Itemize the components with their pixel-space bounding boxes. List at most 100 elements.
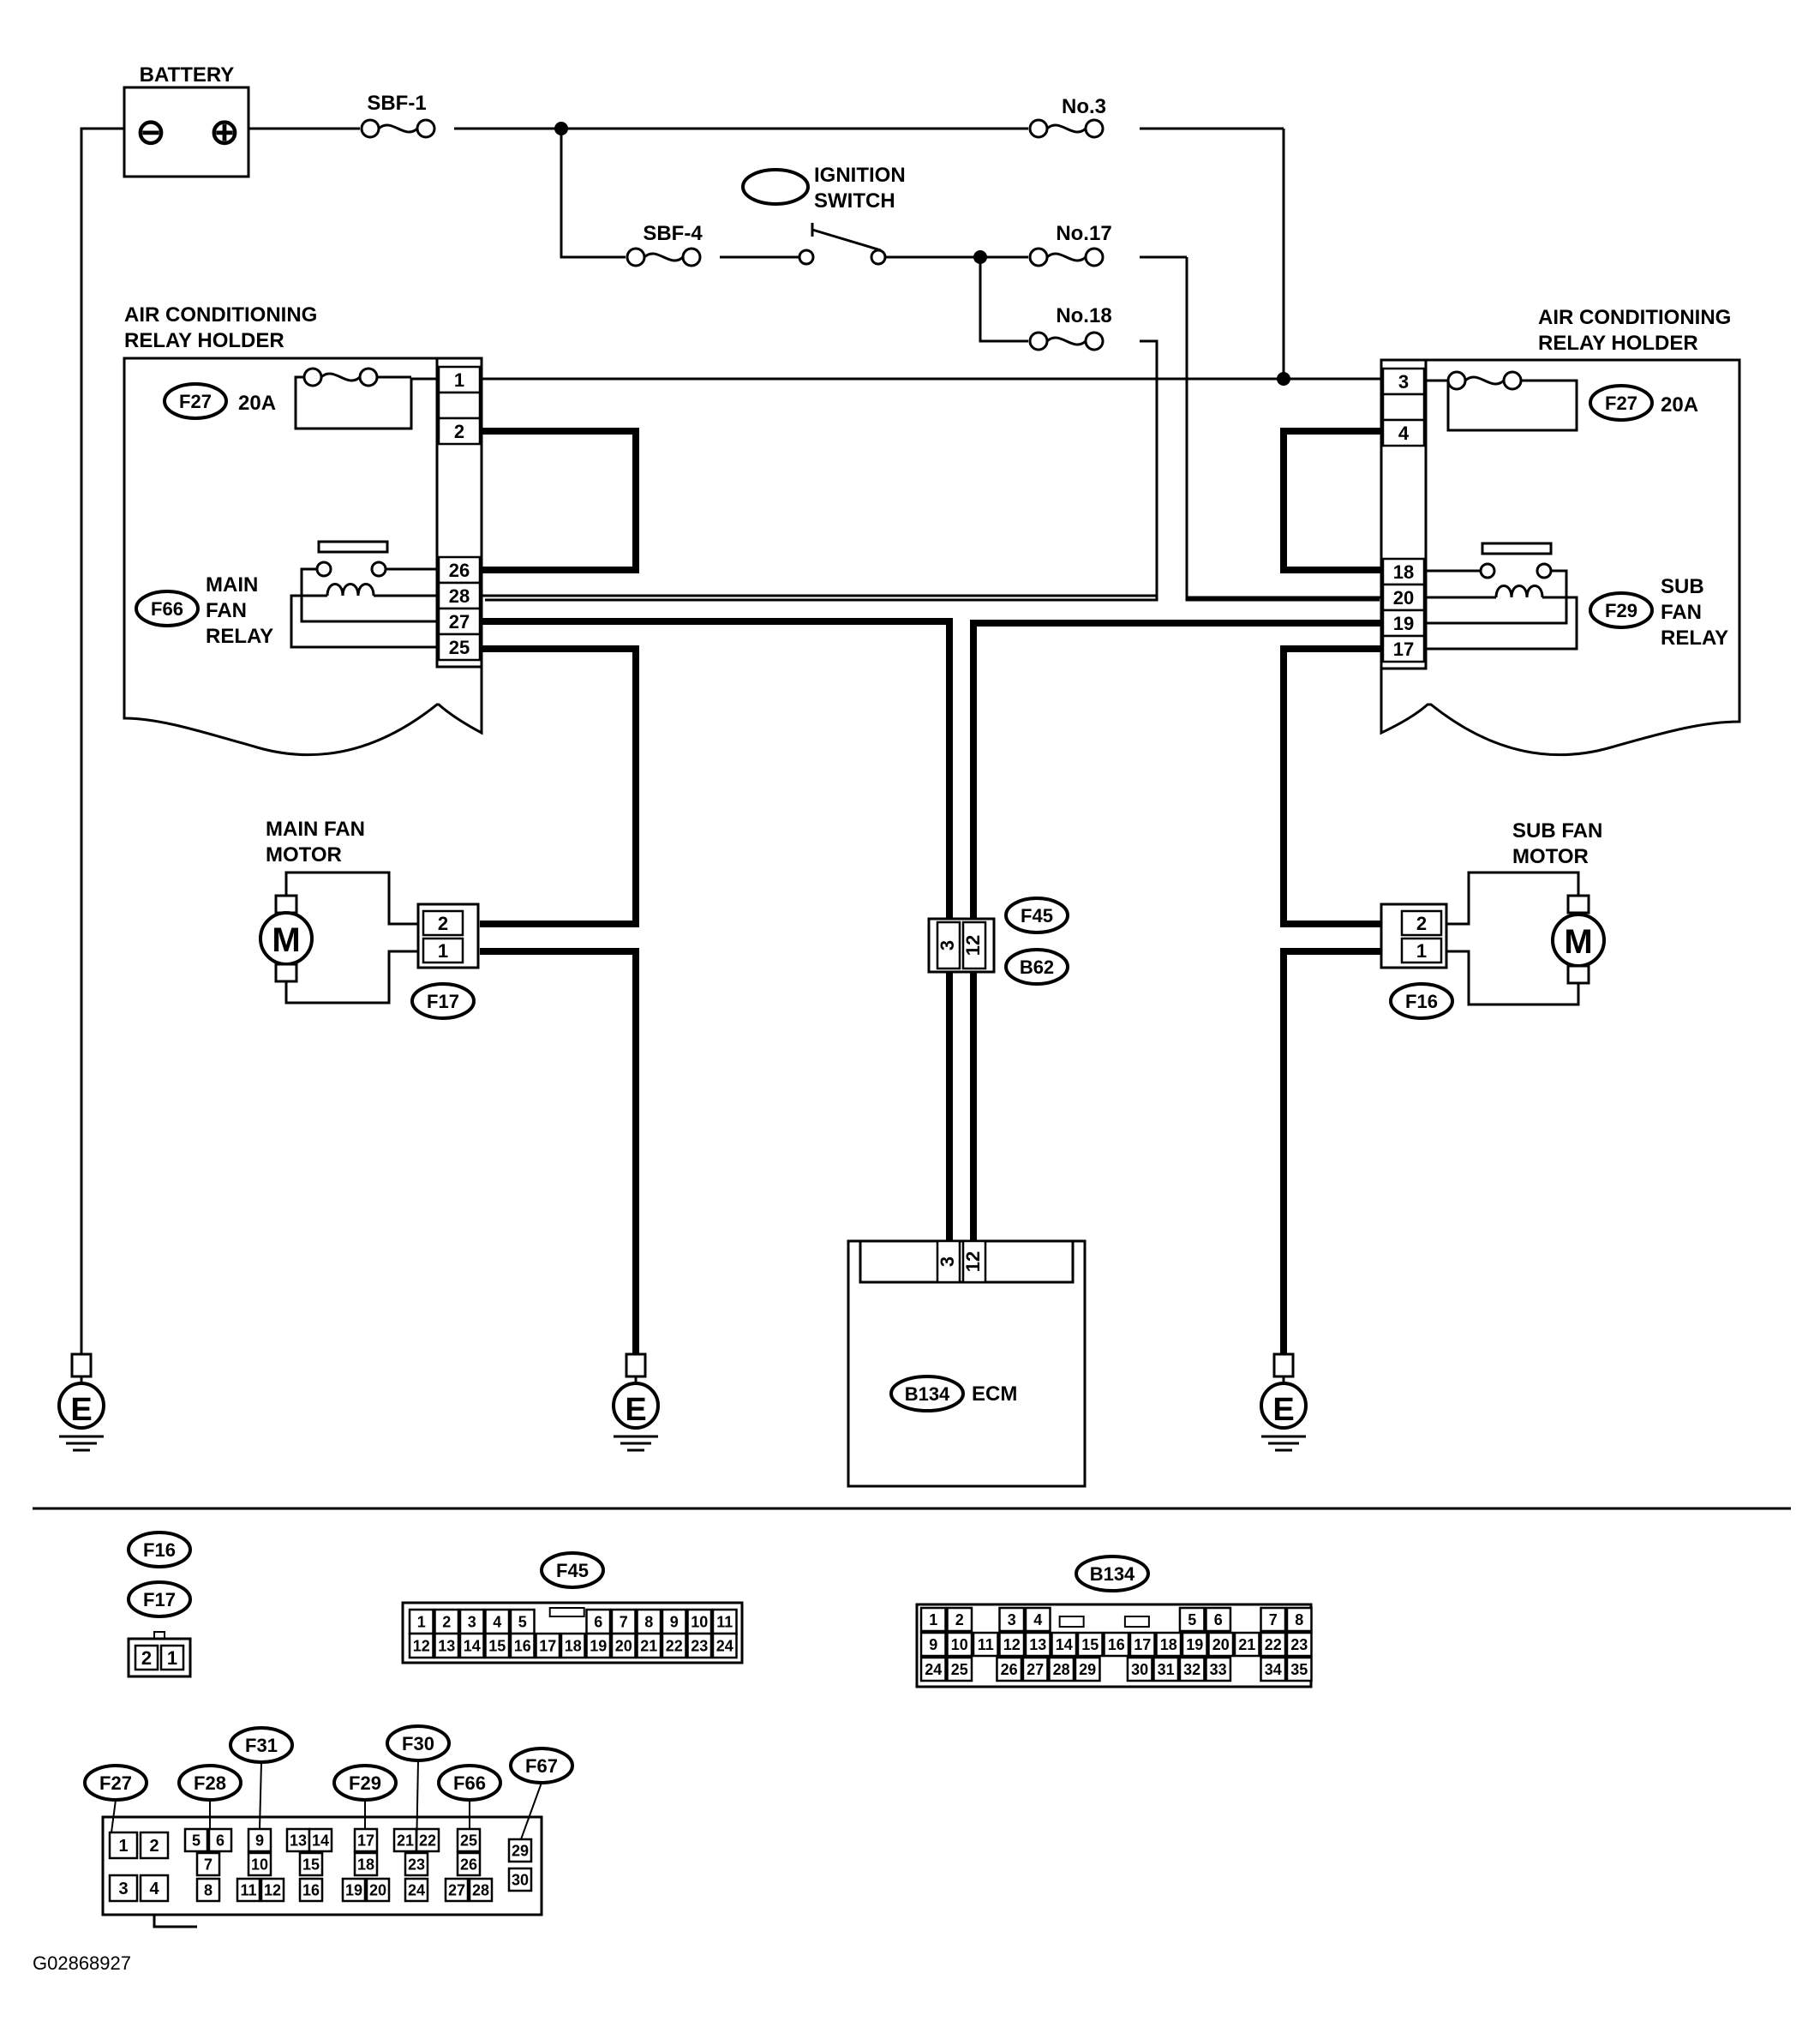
pin-cell (468, 1877, 494, 1903)
pin-label: 11 (978, 1636, 994, 1653)
svg-text:M: M (1564, 923, 1592, 961)
pin-label: 11 (716, 1613, 733, 1630)
svg-text:B134: B134 (1090, 1563, 1135, 1585)
leader-line (520, 1782, 542, 1840)
pin-label: 7 (1269, 1611, 1278, 1628)
pin-cell (946, 1631, 973, 1658)
pin-cell (260, 1877, 285, 1903)
pin-label: 9 (929, 1636, 937, 1653)
svg-text:M: M (272, 921, 300, 959)
pin-cell (972, 1631, 999, 1658)
pin-label: 6 (594, 1613, 602, 1630)
connector-f17: 2 1 F17 (410, 903, 480, 1020)
svg-text:E: E (70, 1392, 92, 1428)
pin-label: 25 (951, 1661, 968, 1678)
pin-cell (308, 1827, 333, 1853)
pin-cell (484, 1632, 511, 1659)
svg-text:20: 20 (1393, 587, 1414, 609)
svg-text:4: 4 (1398, 423, 1410, 444)
pin-cell (1207, 1631, 1235, 1658)
pin-label: 19 (590, 1637, 607, 1654)
pin-label: 21 (640, 1637, 657, 1654)
pin-cell (1181, 1631, 1208, 1658)
svg-text:19: 19 (1393, 613, 1414, 634)
pin-cell (996, 1656, 1023, 1682)
pin-cell (1024, 1631, 1051, 1658)
pin-label: 15 (302, 1856, 320, 1873)
connector-f16: 2 1 F16 (1380, 903, 1454, 1020)
pin-label: 4 (1033, 1611, 1042, 1628)
svg-text:SBF-4: SBF-4 (643, 222, 703, 245)
key-notch (1123, 1616, 1150, 1628)
connector-tag (332, 1764, 398, 1802)
fuse-no18: No.18 (1028, 304, 1112, 351)
pin-label: 8 (644, 1613, 653, 1630)
pin-cell (1285, 1656, 1313, 1682)
pin-label: 4 (493, 1613, 501, 1630)
pin-cell (560, 1632, 586, 1659)
pin-label: 6 (1214, 1611, 1223, 1628)
pin-label: 28 (472, 1881, 489, 1898)
left-fuse-20a: F27 20A (163, 367, 439, 430)
splice-point (554, 122, 568, 135)
svg-text:F16: F16 (143, 1539, 176, 1561)
pin-cell (686, 1632, 713, 1659)
svg-text:E: E (625, 1392, 646, 1428)
battery: BATTERY ⊖ ⊕ (123, 63, 250, 178)
svg-text:F27: F27 (1605, 393, 1637, 414)
pin-label: 9 (670, 1613, 679, 1630)
svg-text:E: E (1272, 1392, 1294, 1428)
pin-cell (456, 1827, 482, 1853)
pin-cell (1260, 1656, 1287, 1682)
pin-cell (1051, 1631, 1078, 1658)
svg-text:F27: F27 (179, 391, 212, 412)
svg-text:3: 3 (1398, 371, 1409, 393)
svg-text:SUB: SUB (1661, 575, 1704, 598)
svg-text:3: 3 (937, 940, 958, 951)
pin-label: 17 (357, 1832, 374, 1849)
svg-text:1: 1 (454, 369, 464, 391)
pin-label: 10 (691, 1613, 708, 1630)
leader-line (259, 1761, 262, 1830)
key-notch (548, 1607, 585, 1617)
connector-tag (437, 1764, 502, 1802)
key-notch (1058, 1616, 1085, 1628)
right-relay-holder: AIR CONDITIONING RELAY HOLDER 3 4 18 20 … (1380, 306, 1741, 757)
connector-tag-label: F29 (349, 1772, 381, 1794)
svg-text:MOTOR: MOTOR (1512, 845, 1589, 868)
pin-cell (661, 1632, 687, 1659)
pin-label: 17 (1134, 1636, 1151, 1653)
pin-label: 13 (438, 1637, 455, 1654)
svg-text:12: 12 (962, 935, 984, 956)
pin-label: 22 (1265, 1636, 1282, 1653)
pin-label: 21 (1238, 1636, 1255, 1653)
leader-line (111, 1799, 117, 1833)
svg-text:F45: F45 (556, 1560, 589, 1581)
pin-label: 26 (460, 1856, 477, 1873)
pin-cell (919, 1631, 947, 1658)
ecm: 3 12 B134 ECM (847, 1239, 1087, 1488)
pin-label: 30 (1131, 1661, 1148, 1678)
pin-cell (183, 1827, 209, 1853)
svg-text:18: 18 (1393, 561, 1414, 583)
fuse-no3: No.3 (1028, 95, 1106, 139)
pin-label: 6 (216, 1832, 225, 1849)
svg-text:MOTOR: MOTOR (266, 843, 342, 867)
pin-label: 32 (1183, 1661, 1200, 1678)
pin-label: 4 (149, 1880, 159, 1898)
svg-text:MAIN FAN: MAIN FAN (266, 818, 365, 841)
pin-cell (1205, 1656, 1232, 1682)
harness-wires (480, 377, 1383, 1354)
pin-cell (1103, 1631, 1130, 1658)
pin-cell (1074, 1656, 1101, 1682)
pin-label: 21 (397, 1832, 414, 1849)
svg-text:SWITCH: SWITCH (814, 189, 895, 213)
pin-label: 10 (251, 1856, 268, 1873)
pin-cell (408, 1608, 434, 1635)
pin-cell (139, 1874, 170, 1903)
supply-wiring (80, 122, 1380, 1354)
